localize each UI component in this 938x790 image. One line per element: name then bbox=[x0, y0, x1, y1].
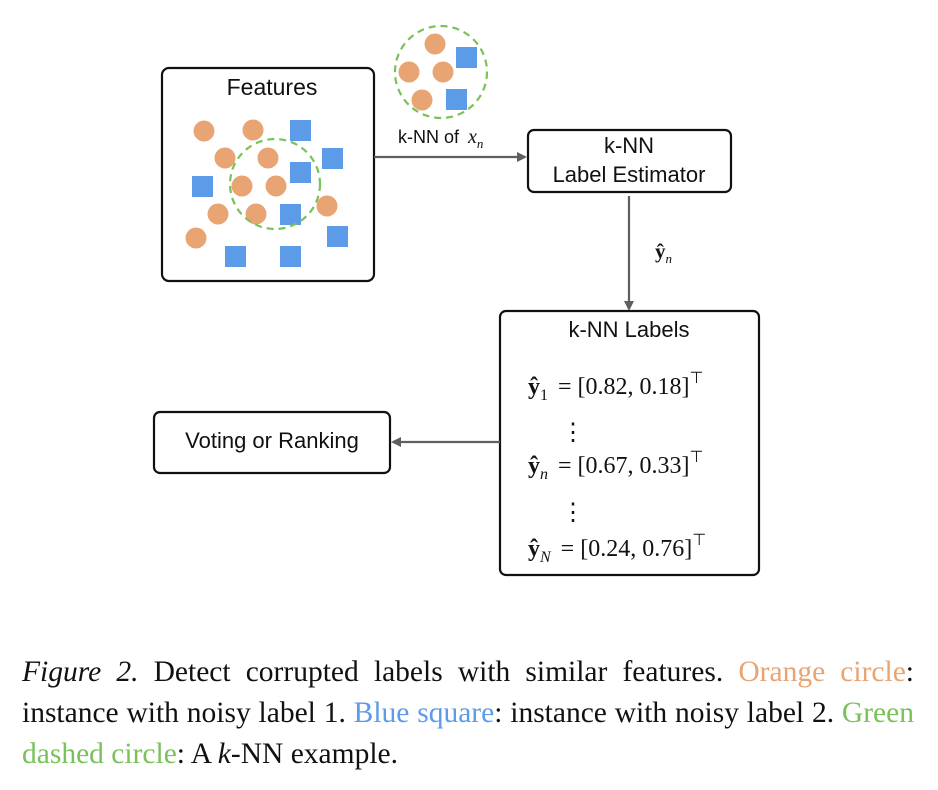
figure-label: Figure 2. bbox=[22, 656, 139, 688]
orange-circle bbox=[207, 203, 229, 225]
orange-circle bbox=[424, 33, 446, 55]
orange-circle bbox=[316, 195, 338, 217]
estimate-label-yhat-n: ŷn bbox=[655, 239, 672, 266]
blue-square bbox=[290, 120, 311, 141]
arrow-features-to-estimator: k-NN of xn bbox=[374, 126, 527, 162]
knn-neighborhood-inset bbox=[393, 24, 489, 120]
edge-label-knn-of-xn: k-NN of xn bbox=[398, 126, 483, 151]
caption-text-3: : instance with noisy label 2. bbox=[494, 697, 842, 729]
vdots-1: ⋮ bbox=[561, 420, 585, 446]
label-estimator-box: k-NN Label Estimator bbox=[526, 128, 733, 194]
blue-square bbox=[280, 246, 301, 267]
orange-circle bbox=[193, 120, 215, 142]
orange-circle bbox=[214, 147, 236, 169]
features-title: Features bbox=[227, 74, 318, 100]
blue-square bbox=[327, 226, 348, 247]
green-dashed-circle bbox=[393, 24, 489, 120]
caption-blue-term: Blue square bbox=[353, 697, 495, 729]
estimator-line1: k-NN bbox=[604, 133, 654, 158]
vdots-2: ⋮ bbox=[561, 500, 585, 526]
caption-text-1: Detect corrupted labels with similar fea… bbox=[138, 656, 739, 688]
orange-circle bbox=[245, 203, 267, 225]
orange-circle bbox=[242, 119, 264, 141]
orange-circle bbox=[411, 89, 433, 111]
figure-caption: Figure 2. Detect corrupted labels with s… bbox=[22, 652, 914, 775]
voting-label: Voting or Ranking bbox=[185, 428, 359, 453]
label-row-n: ŷn= [0.67, 0.33]⊤ bbox=[528, 449, 703, 483]
orange-circle bbox=[398, 61, 420, 83]
knn-diagram: Features bbox=[152, 24, 761, 577]
blue-square bbox=[192, 176, 213, 197]
labels-title: k-NN Labels bbox=[568, 317, 689, 342]
knn-labels-box: k-NN Labels ŷ1= [0.82, 0.18]⊤ ⋮ ŷn= [0.6… bbox=[498, 309, 761, 577]
caption-orange-term: Orange circle bbox=[738, 656, 906, 688]
voting-ranking-box: Voting or Ranking bbox=[152, 410, 392, 475]
caption-text-5: -NN example. bbox=[230, 738, 398, 770]
caption-text-4: : A bbox=[176, 738, 218, 770]
orange-circle bbox=[231, 175, 253, 197]
label-row-N: ŷN= [0.24, 0.76]⊤ bbox=[528, 532, 706, 566]
orange-circle bbox=[185, 227, 207, 249]
features-box: Features bbox=[160, 66, 376, 283]
blue-square bbox=[446, 89, 467, 110]
orange-circle bbox=[257, 147, 279, 169]
blue-square bbox=[290, 162, 311, 183]
blue-square bbox=[225, 246, 246, 267]
label-row-1: ŷ1= [0.82, 0.18]⊤ bbox=[528, 370, 703, 404]
caption-text-2: : instance with noisy label 1. bbox=[22, 656, 914, 729]
blue-square bbox=[280, 204, 301, 225]
orange-circle bbox=[265, 175, 287, 197]
caption-k-var: k bbox=[217, 738, 231, 770]
blue-square bbox=[322, 148, 343, 169]
feature-points bbox=[185, 119, 348, 267]
estimator-line2: Label Estimator bbox=[553, 162, 706, 187]
orange-circle bbox=[432, 61, 454, 83]
green-dashed-circle bbox=[228, 137, 322, 231]
blue-square bbox=[456, 47, 477, 68]
arrow-estimator-to-labels: ŷn bbox=[624, 196, 672, 311]
caption-green-term: Green dashed circle bbox=[22, 697, 914, 770]
